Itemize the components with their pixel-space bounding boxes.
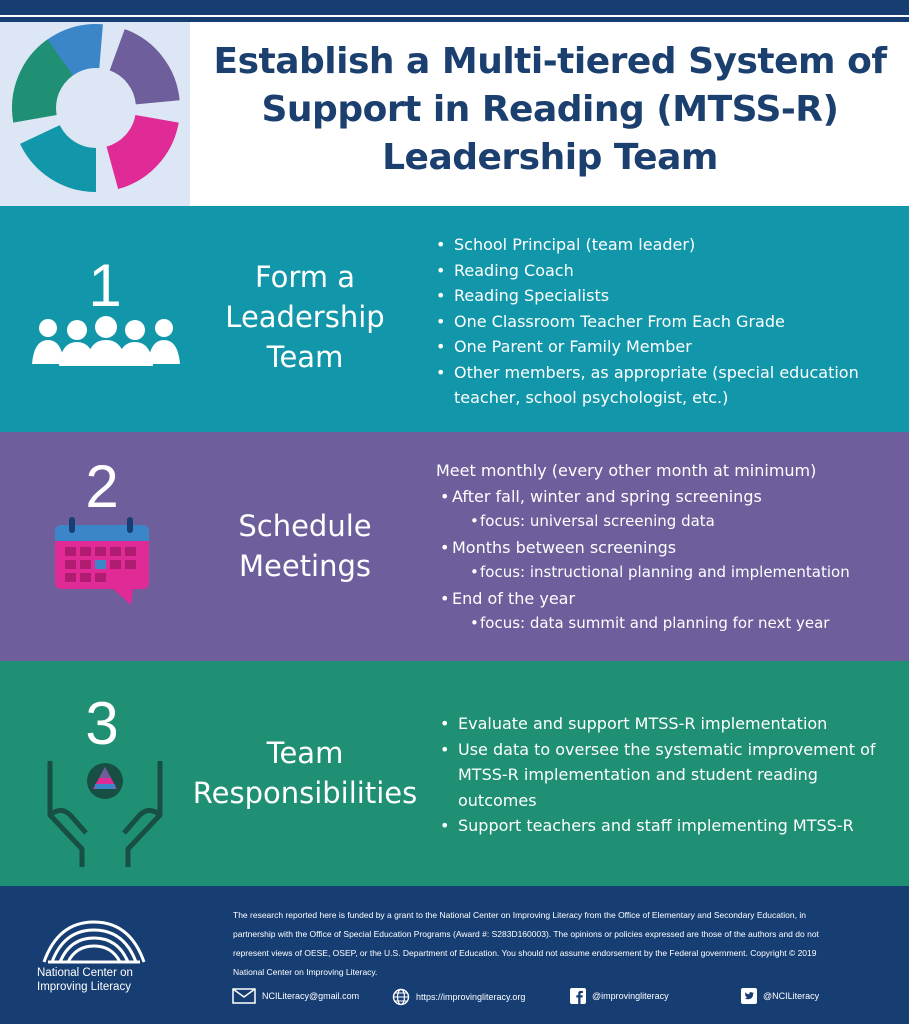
section-number: 2 — [85, 453, 119, 520]
list-item: Other members, as appropriate (special e… — [432, 360, 882, 411]
twitter-contact[interactable]: @NCILiteracy — [741, 988, 819, 1004]
funding-disclaimer: The research reported here is funded by … — [233, 910, 819, 977]
focus-item: •focus: instructional planning and imple… — [470, 563, 850, 581]
email-link[interactable]: NCILiteracy@gmail.com — [262, 991, 360, 1001]
list-item: •After fall, winter and spring screening… — [440, 486, 762, 506]
meeting-schedule-list: Meet monthly (every other month at minim… — [436, 458, 906, 637]
section-number: 3 — [85, 690, 119, 757]
section-schedule-meetings: 2 Schedule Meetings Meet monthly (every … — [0, 432, 909, 661]
section-heading: Schedule Meetings — [238, 509, 372, 583]
org-name: National Center on Improving Literacy — [37, 967, 133, 993]
list-item: •Months between screenings — [440, 537, 677, 557]
facebook-link[interactable]: @improvingliteracy — [592, 991, 669, 1001]
section-number: 1 — [88, 252, 122, 319]
list-item: Evaluate and support MTSS-R implementati… — [436, 711, 886, 737]
schedule-intro: Meet monthly (every other month at minim… — [436, 461, 817, 480]
calendar-icon — [55, 517, 151, 609]
email-contact[interactable]: NCILiteracy@gmail.com — [232, 988, 359, 1004]
globe-icon — [392, 988, 410, 1006]
section-team-responsibilities: 3 Team Responsibilities Evaluate and sup… — [0, 661, 909, 886]
envelope-icon — [232, 988, 256, 1004]
list-item: Use data to oversee the systematic impro… — [436, 737, 886, 814]
section-heading: Team Responsibilities — [192, 736, 418, 810]
list-item: One Parent or Family Member — [432, 334, 882, 360]
top-bar — [0, 0, 909, 22]
people-group-icon — [32, 314, 180, 370]
website-contact[interactable]: https://improvingliteracy.org — [392, 988, 525, 1006]
website-link[interactable]: https://improvingliteracy.org — [416, 992, 526, 1002]
list-item: •End of the year — [440, 588, 576, 608]
section-form-leadership-team: 1 Form a Leadership Team School Principa… — [0, 206, 909, 432]
header: Establish a Multi-tiered System of Suppo… — [0, 22, 909, 206]
nci-logo — [38, 914, 150, 968]
list-item: Support teachers and staff implementing … — [436, 813, 886, 839]
facebook-icon — [570, 988, 586, 1004]
list-item: Reading Specialists — [432, 283, 882, 309]
hands-pyramid-icon — [42, 757, 168, 873]
section-heading: Form a Leadership Team — [225, 260, 385, 374]
member-list: School Principal (team leader) Reading C… — [432, 232, 882, 411]
facebook-contact[interactable]: @improvingliteracy — [570, 988, 669, 1004]
list-item: One Classroom Teacher From Each Grade — [432, 309, 882, 335]
list-item: School Principal (team leader) — [432, 232, 882, 258]
focus-item: •focus: data summit and planning for nex… — [470, 614, 830, 632]
list-item: Reading Coach — [432, 258, 882, 284]
footer: National Center on Improving Literacy Th… — [0, 886, 909, 1024]
page-title: Establish a Multi-tiered System of Suppo… — [213, 41, 888, 178]
mtss-ring-logo — [0, 22, 190, 206]
responsibility-list: Evaluate and support MTSS-R implementati… — [436, 711, 886, 839]
focus-item: •focus: universal screening data — [470, 512, 715, 530]
twitter-icon — [741, 988, 757, 1004]
twitter-link[interactable]: @NCILiteracy — [763, 991, 820, 1001]
